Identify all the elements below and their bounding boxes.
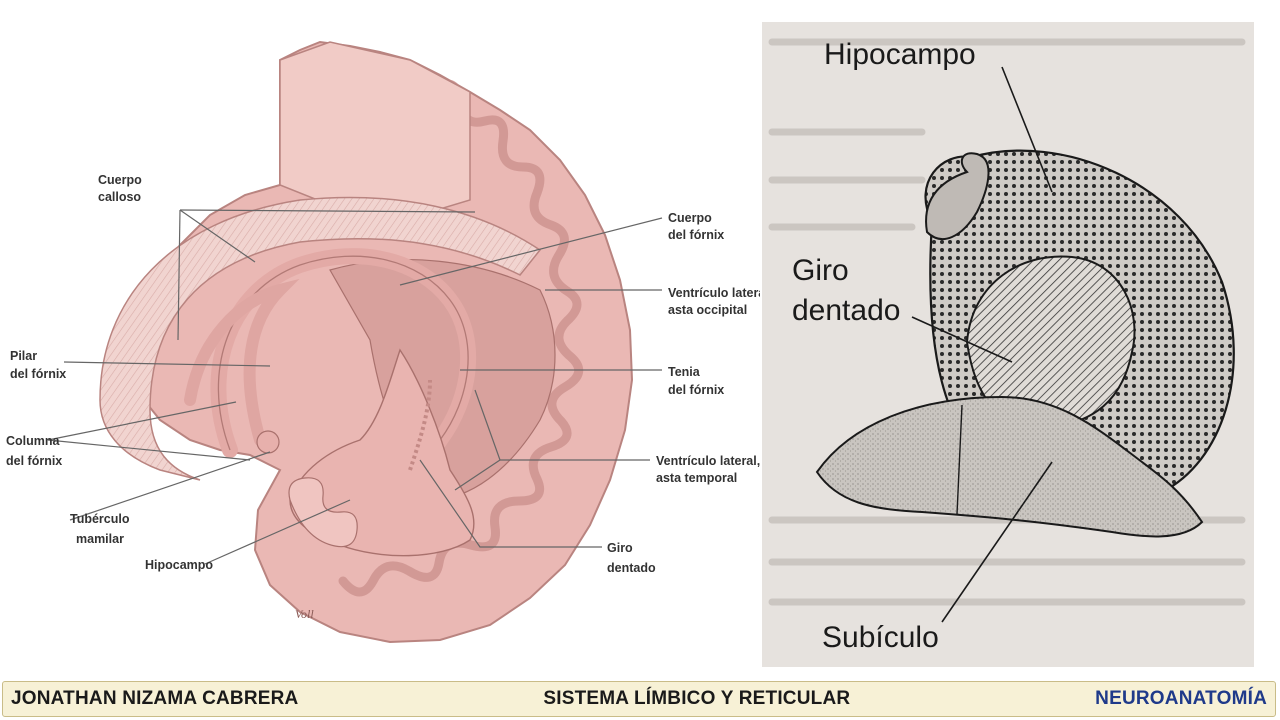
fimbria [925,152,990,241]
slide-footer: JONATHAN NIZAMA CABRERA SISTEMA LÍMBICO … [2,681,1276,717]
label-subiculo-right: Subículo [822,621,939,654]
corpus-callosum [99,196,542,481]
fornix-pillar [184,278,300,446]
label-hipocampo-right: Hipocampo [824,38,976,71]
subiculum-divider [956,404,963,515]
footer-topic: SISTEMA LÍMBICO Y RETICULAR [543,688,851,709]
label-ventriculo-occipital: Ventrículo lateral,asta occipital [668,286,760,317]
leader-lines [47,209,663,565]
footer-course: NEUROANATOMÍA [1095,688,1267,709]
mammillary-body [256,430,280,454]
right-leader-lines [911,66,1053,623]
footer-author: JONATHAN NIZAMA CABRERA [11,688,299,709]
subiculum-region [815,395,1204,538]
section-face [279,41,471,216]
label-hipocampo-left: Hipocampo [145,558,213,572]
label-ventriculo-temporal: Ventrículo lateral,asta temporal [656,454,760,485]
artist-signature: Voll [295,607,314,621]
